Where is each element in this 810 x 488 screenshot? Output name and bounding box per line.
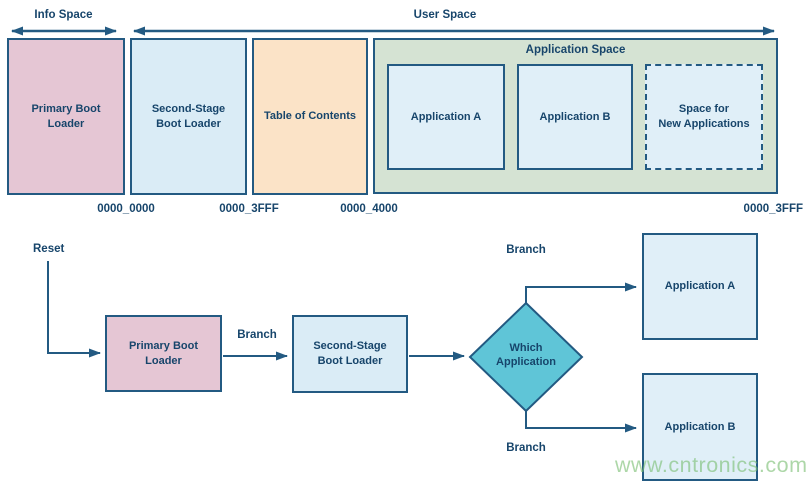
user-space-label: User Space [413, 9, 477, 21]
memory-block-application-b: Application B [517, 64, 633, 170]
memory-block-application-a: Application A [387, 64, 505, 170]
branch-label-mid: Branch [237, 329, 277, 341]
address-0000-3fff: 0000_3FFF [219, 203, 279, 215]
branch-arrow-to-application-a [525, 282, 637, 303]
reset-label: Reset [33, 243, 65, 255]
application-space-title: Application Space [525, 44, 626, 56]
memory-block-space-for-new-applications: Space for New Applications [645, 64, 763, 170]
watermark-text: www.cntronics.com [615, 453, 808, 477]
address-0000-4000: 0000_4000 [340, 203, 398, 215]
reset-arrow [47, 261, 101, 358]
flow-node-application-a: Application A [642, 233, 758, 340]
memory-block-second-stage-boot-loader: Second-Stage Boot Loader [130, 38, 247, 195]
decision-diamond [468, 301, 584, 413]
branch-arrow-to-application-b [525, 411, 637, 433]
flow-node-second-stage-boot-loader: Second-Stage Boot Loader [292, 315, 408, 393]
memory-block-primary-boot-loader: Primary Boot Loader [7, 38, 125, 195]
memory-block-table-of-contents: Table of Contents [252, 38, 368, 195]
address-0000-3fff-end: 0000_3FFF [743, 203, 803, 215]
branch-label-top: Branch [506, 244, 546, 256]
info-space-label: Info Space [34, 9, 93, 21]
address-0000-0000: 0000_0000 [97, 203, 155, 215]
flow-node-primary-boot-loader: Primary Boot Loader [105, 315, 222, 392]
decision-diamond-label: Which Application [496, 342, 556, 369]
flow-node-application-b: Application B [642, 373, 758, 481]
branch-label-bottom: Branch [506, 442, 546, 454]
